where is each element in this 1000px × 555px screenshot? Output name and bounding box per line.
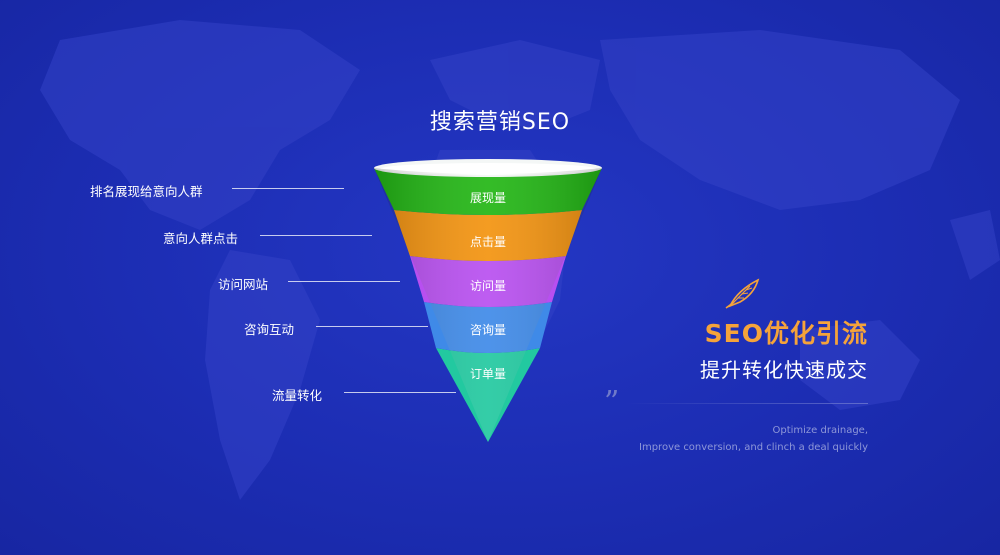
leader-line-conversion xyxy=(344,392,456,393)
leader-line-clicks xyxy=(260,235,372,236)
funnel-label-impressions: 展现量 xyxy=(470,191,506,205)
funnel-label-inquiries: 咨询量 xyxy=(470,322,506,337)
seo-funnel: 展现量 点击量 访问量 咨询量 订单量 xyxy=(374,159,602,442)
leader-line-ranking xyxy=(232,188,344,189)
quote-mark-icon: ” xyxy=(604,385,620,420)
promo-subtitle: 提升转化快速成交 xyxy=(700,358,868,382)
leader-line-visit xyxy=(288,281,400,282)
side-label-clicks: 意向人群点击 xyxy=(163,231,239,246)
side-label-conversion: 流量转化 xyxy=(272,388,323,403)
promo-divider xyxy=(626,403,868,404)
funnel-label-visits: 访问量 xyxy=(470,279,506,293)
leader-line-interaction xyxy=(316,326,428,327)
funnel-label-orders: 订单量 xyxy=(470,367,506,381)
page-title: 搜索营销SEO xyxy=(429,110,571,135)
side-label-ranking: 排名展现给意向人群 xyxy=(90,184,203,199)
promo-english-line-2: Improve conversion, and clinch a deal qu… xyxy=(639,442,868,453)
promo-english-line-1: Optimize drainage, xyxy=(772,425,868,436)
feather-icon xyxy=(725,278,760,309)
side-label-interaction: 咨询互动 xyxy=(244,322,295,337)
side-label-visit: 访问网站 xyxy=(218,277,269,292)
promo-title: SEO优化引流 xyxy=(704,319,868,348)
funnel-label-clicks: 点击量 xyxy=(470,235,506,249)
